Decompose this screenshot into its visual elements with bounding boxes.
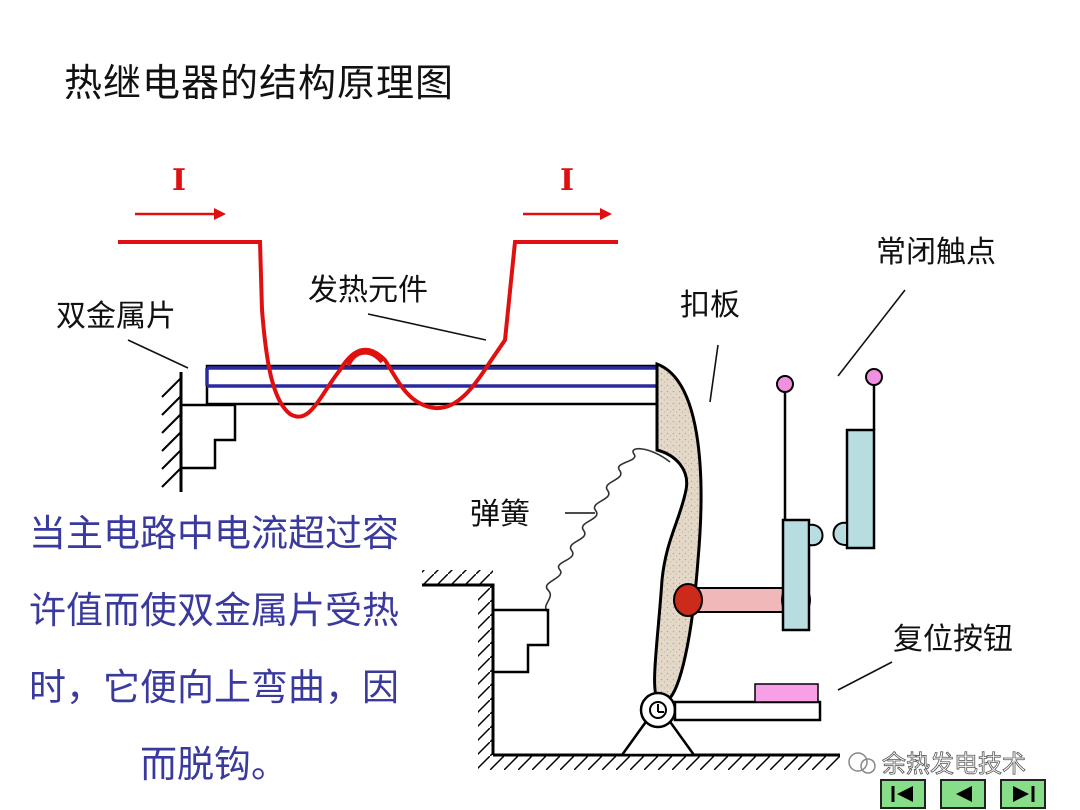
pivot-support	[619, 691, 697, 757]
link-pivot-left	[673, 583, 703, 617]
watermark-text: 余热发电技术	[882, 750, 1026, 778]
heating-wire	[118, 240, 618, 419]
current-arrow-left	[135, 208, 226, 220]
current-arrow-right	[523, 208, 612, 220]
latch-plate	[653, 361, 703, 702]
wechat-icon	[848, 752, 868, 772]
leader-lines	[127, 289, 906, 691]
first-page-button[interactable]	[880, 779, 926, 809]
watermark: 余热发电技术	[848, 750, 1026, 778]
contact-mechanism	[776, 368, 883, 632]
base-frame	[422, 570, 840, 770]
description-text: 当主电路中电流超过容许值而使双金属片受热时，它便向上弯曲，因而脱钩。	[29, 512, 399, 786]
moving-contact-tip	[776, 375, 794, 393]
latch-plate-label: 扣板	[680, 288, 740, 323]
heating-wire-front	[346, 350, 384, 367]
bimetal-label: 双金属片	[56, 299, 176, 334]
previous-page-icon	[956, 786, 972, 802]
spring	[544, 447, 671, 613]
nc-contact-label: 常闭触点	[876, 235, 996, 270]
current-label-right: I	[560, 163, 574, 198]
reset-button-label: 复位按钮	[893, 622, 1013, 657]
last-page-icon	[1013, 786, 1035, 802]
page-title: 热继电器的结构原理图	[64, 61, 455, 105]
previous-page-button[interactable]	[940, 779, 986, 809]
current-label-left: I	[172, 163, 186, 198]
heating-element-label: 发热元件	[308, 273, 428, 308]
last-page-button[interactable]	[1000, 779, 1046, 809]
reset-button	[754, 683, 819, 703]
spring-label: 弹簧	[470, 497, 530, 532]
reset-lever	[673, 700, 822, 722]
first-page-icon	[891, 786, 913, 802]
fixed-contact-tip	[865, 368, 883, 386]
